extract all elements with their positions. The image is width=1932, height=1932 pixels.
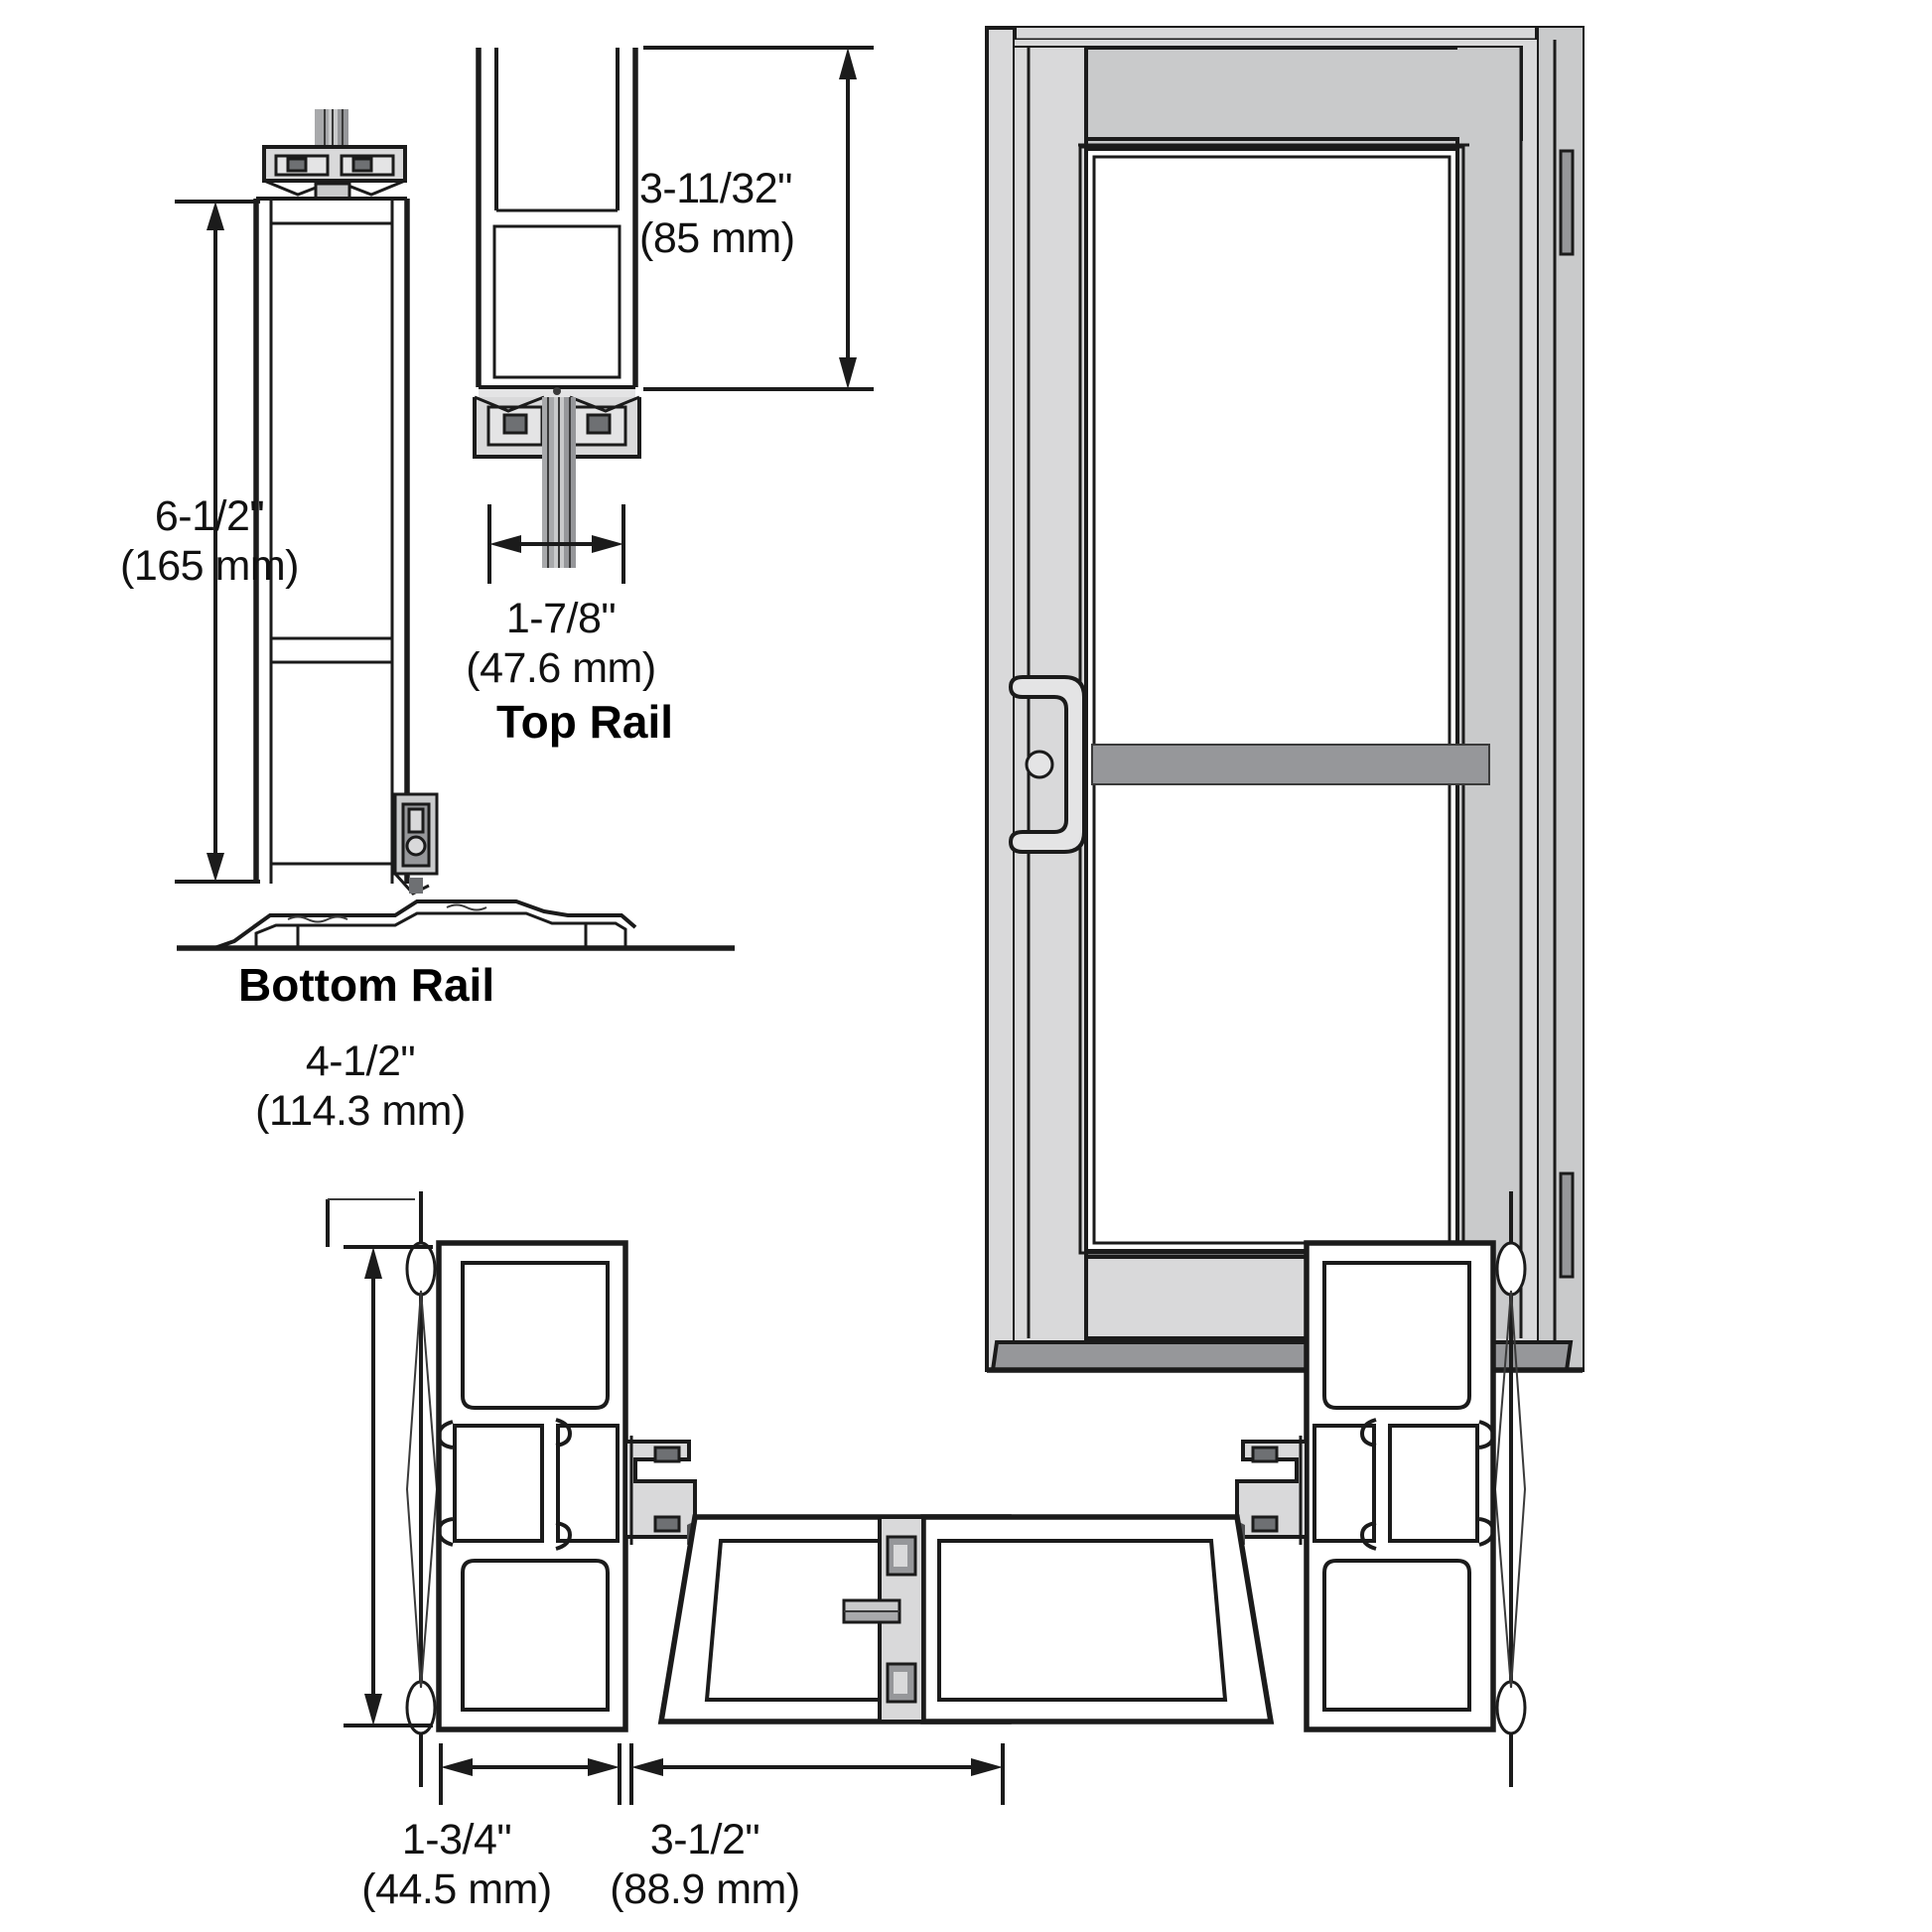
top-rail-section	[473, 46, 874, 584]
bottom-rail-glazing-clip	[262, 109, 407, 201]
caption-bottom-rail: Bottom Rail	[238, 959, 495, 1011]
dim-label-top-rail-width: 1-7/8" (47.6 mm)	[466, 595, 656, 693]
bottom-rail-section	[175, 109, 735, 951]
dim-label-stile-face: 1-3/4" (44.5 mm)	[361, 1816, 552, 1914]
stile-jamb-plan-right	[842, 1191, 1527, 1787]
jamb-interlock-hardware-right	[842, 1515, 925, 1724]
threshold-profile	[177, 899, 735, 951]
dim-bottom-rail-height	[175, 200, 260, 884]
dim-label-stile-depth: 4-1/2" (114.3 mm)	[255, 1037, 466, 1136]
caption-top-rail: Top Rail	[496, 696, 674, 748]
dim-jamb-width	[629, 1743, 1005, 1805]
push-pull-handle	[1008, 675, 1086, 854]
cylinder-lock	[1025, 750, 1054, 779]
dim-label-top-rail-height: 3-11/32" (85 mm)	[639, 165, 795, 263]
dim-stile-face	[439, 1743, 621, 1805]
bottom-rail-sweep-hardware	[393, 792, 439, 896]
dim-label-bottom-rail-height: 6-1/2" (165 mm)	[120, 492, 299, 591]
dim-top-rail-height	[643, 46, 874, 391]
dim-label-jamb-width: 3-1/2" (88.9 mm)	[610, 1816, 800, 1914]
midrail-push-bar	[1091, 744, 1490, 785]
dim-stile-depth	[326, 1198, 433, 1727]
top-rail-glazing-clip	[473, 385, 641, 568]
hinge-lower	[1559, 1172, 1575, 1279]
door-elevation-graphic	[985, 26, 1585, 1373]
dim-top-rail-width	[487, 504, 625, 584]
hinge-upper	[1559, 149, 1575, 256]
